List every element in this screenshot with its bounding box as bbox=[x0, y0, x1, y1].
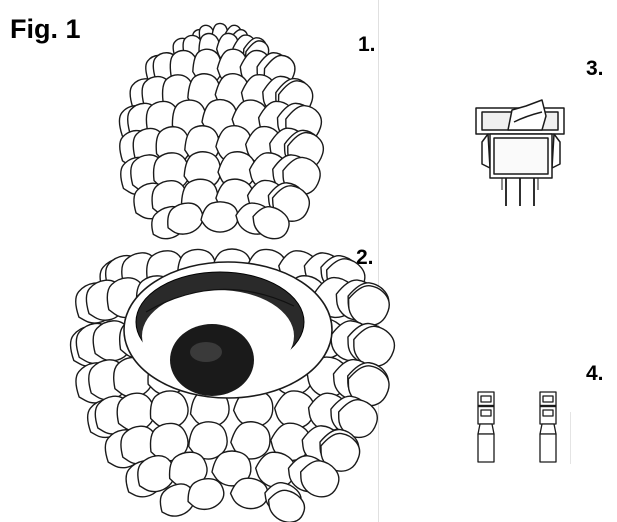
cone-cavity bbox=[124, 262, 332, 398]
item-number-3: 3. bbox=[586, 57, 604, 81]
spade-connector-icon bbox=[474, 388, 570, 466]
item-number-4: 4. bbox=[586, 362, 604, 386]
rocker-switch-icon bbox=[468, 94, 574, 210]
connector-divider bbox=[570, 412, 571, 464]
item-number-1: 1. bbox=[358, 33, 376, 57]
closed-pine-cone-icon bbox=[100, 4, 340, 244]
hollowed-pine-cone-icon bbox=[88, 240, 380, 522]
figure-title: Fig. 1 bbox=[10, 14, 81, 45]
